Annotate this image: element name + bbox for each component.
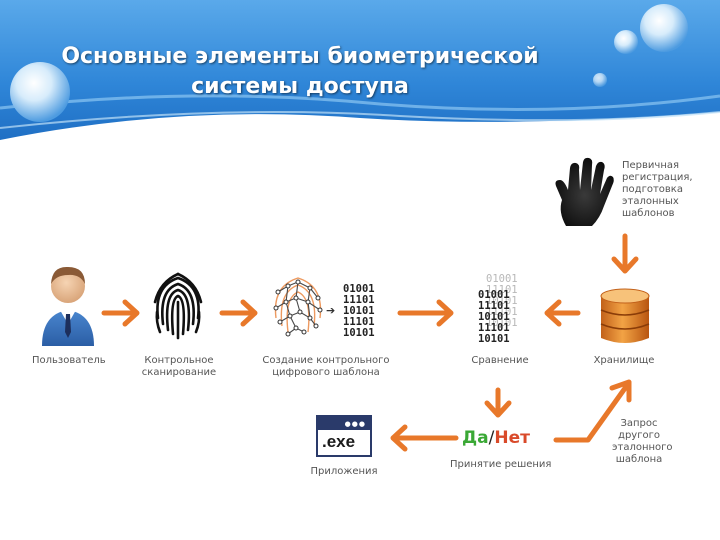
arrow-request-to-storage [553, 379, 632, 443]
registration-label-line3: подготовка [622, 184, 683, 195]
scan-label: Контрольное сканирование [134, 355, 224, 379]
exe-card-bar [318, 417, 370, 430]
binary-line: 10101 [343, 327, 375, 339]
slide-title-line2: системы доступа [191, 74, 409, 99]
bubble-decoration [593, 73, 607, 87]
storage-node [598, 288, 652, 350]
binary-line: 11101 [486, 284, 518, 296]
slide-title: Основные элементы биометрической системы… [20, 42, 580, 102]
binary-line: 10101 [486, 317, 518, 329]
request-label-line3: эталонного [612, 442, 673, 453]
apps-label: Приложения [310, 466, 378, 477]
arrow-template-to-compare [397, 299, 454, 327]
slide-title-line1: Основные элементы биометрической [61, 44, 539, 69]
compare-binary-back: 01001 11101 10101 11101 10101 [486, 274, 518, 329]
registration-label-line5: шаблонов [622, 208, 675, 219]
database-icon [600, 288, 650, 343]
arrow-storage-to-compare [544, 299, 581, 327]
registration-node [552, 156, 616, 232]
template-label-line2: цифрового шаблона [272, 367, 380, 378]
binary-line: 01001 [478, 289, 510, 301]
template-label: Создание контрольного цифрового шаблона [262, 355, 390, 379]
header-band: Основные элементы биометрической системы… [0, 0, 720, 150]
storage-label: Хранилище [593, 355, 655, 366]
request-label: Запрос другого эталонного шаблона [612, 418, 673, 466]
arrow-compare-to-decision [484, 387, 512, 418]
fingerprint-icon [153, 272, 203, 340]
template-label-line1: Создание контрольного [262, 355, 390, 366]
user-node [40, 262, 96, 352]
registration-label-line1: Первичная [622, 160, 680, 171]
registration-label: Первичная регистрация, подготовка эталон… [622, 160, 693, 220]
exe-card-text: .exe [322, 432, 356, 451]
binary-line: 11101 [343, 294, 375, 306]
arrow-registration-to-storage [611, 233, 639, 274]
request-label-line2: другого [618, 430, 660, 441]
binary-line: 10101 [486, 295, 518, 307]
decision-label: Принятие решения [450, 459, 552, 470]
decision-separator: / [488, 428, 495, 448]
fingerprint-network-icon [273, 277, 323, 337]
binary-line: 11101 [478, 322, 510, 334]
scan-label-line1: Контрольное [144, 355, 214, 366]
scan-label-line2: сканирование [141, 367, 217, 378]
binary-line: 11101 [486, 306, 518, 318]
exe-card-icon: ●●● .exe [316, 415, 372, 457]
decision-node: Да/Нет [462, 428, 530, 448]
binary-line: 10101 [478, 311, 510, 323]
template-binary-code: 01001 11101 10101 11101 10101 [343, 284, 375, 339]
binary-line: 10101 [478, 333, 510, 345]
template-node [268, 272, 328, 348]
binary-line: 11101 [343, 316, 375, 328]
template-arrow-glyph: ➔ [326, 304, 336, 317]
registration-label-line2: регистрация, [622, 172, 693, 183]
decision-yes: Да [462, 428, 489, 448]
compare-label: Сравнение [471, 355, 529, 366]
user-icon [42, 266, 94, 346]
bubble-decoration [614, 30, 638, 54]
bubble-decoration [640, 4, 688, 52]
binary-line: 01001 [486, 273, 518, 285]
request-label-line4: шаблона [615, 454, 663, 465]
decision-no: Нет [494, 428, 530, 448]
exe-card-dots: ●●● [344, 420, 366, 428]
binary-line: 01001 [343, 283, 375, 295]
scan-node [150, 272, 206, 348]
compare-binary-front: 01001 11101 10101 11101 10101 [478, 290, 510, 345]
arrow-scan-to-template [219, 299, 258, 327]
binary-line: 11101 [478, 300, 510, 312]
registration-label-line4: эталонных [622, 196, 679, 207]
request-label-line1: Запрос [620, 418, 658, 429]
bubble-decoration [10, 62, 70, 122]
hand-print-icon [555, 157, 614, 226]
binary-line: 10101 [343, 305, 375, 317]
arrow-decision-to-apps [390, 424, 459, 452]
user-label: Пользователь [32, 355, 106, 366]
arrow-user-to-scan [101, 299, 140, 327]
header-background [0, 0, 720, 150]
